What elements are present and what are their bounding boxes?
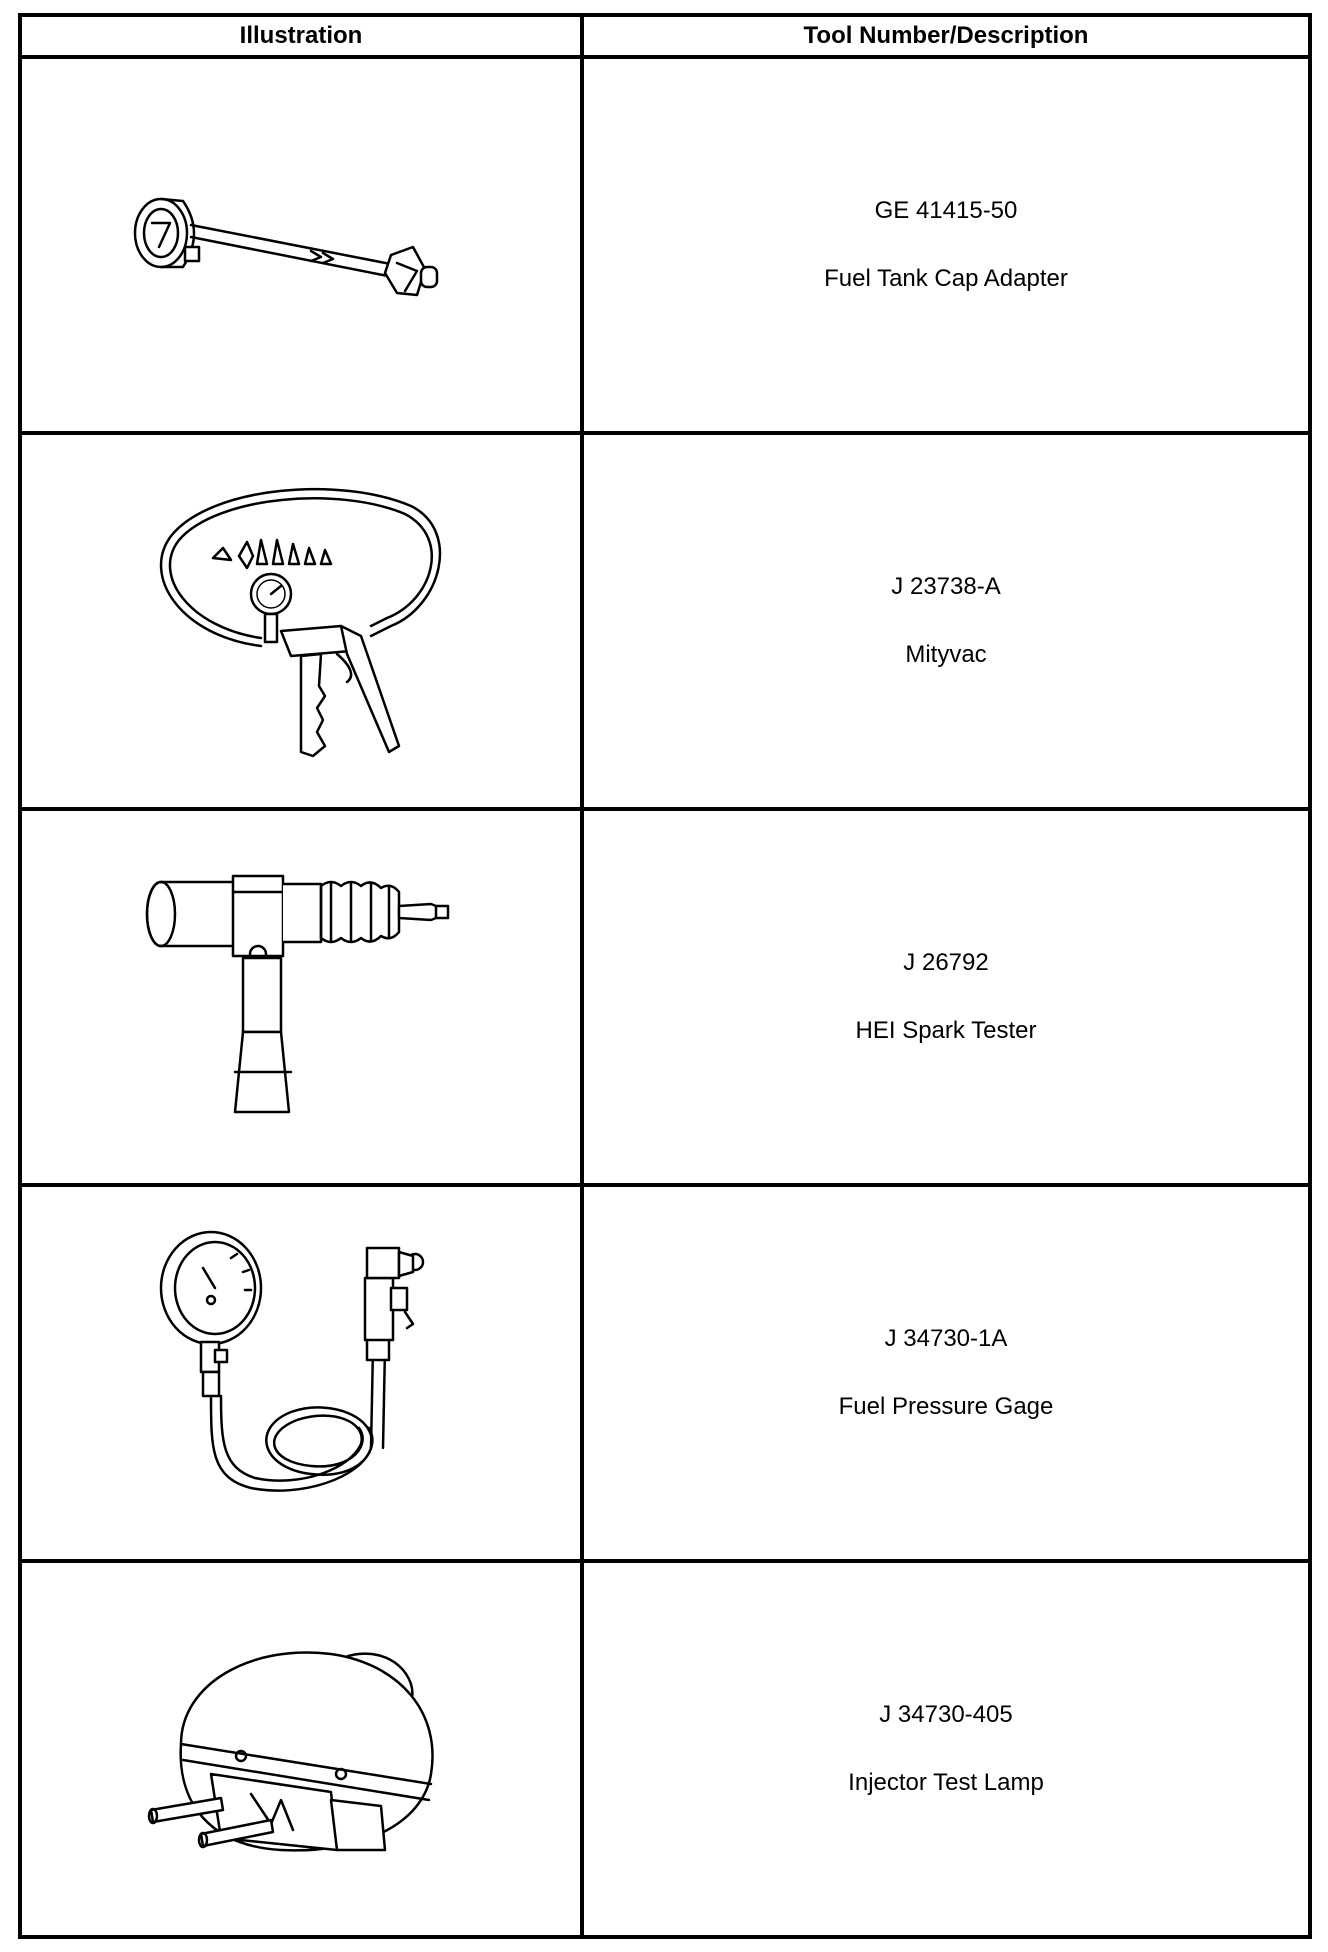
illustration-cell <box>18 55 584 435</box>
tool-name: Fuel Tank Cap Adapter <box>824 265 1068 292</box>
description-cell: J 26792 HEI Spark Tester <box>580 807 1312 1187</box>
mityvac-icon <box>159 487 442 758</box>
tool-name: HEI Spark Tester <box>855 1017 1037 1044</box>
table-row: GE 41415-50 Fuel Tank Cap Adapter <box>18 55 1312 435</box>
hei-spark-tester-icon <box>145 874 450 1114</box>
tool-number: J 26792 <box>903 949 989 976</box>
tool-number: J 23738-A <box>891 573 1001 600</box>
tool-number: J 34730-405 <box>879 1701 1013 1728</box>
injector-test-lamp-icon <box>147 1651 434 1852</box>
description-cell: J 34730-405 Injector Test Lamp <box>580 1559 1312 1939</box>
table-row: J 34730-1A Fuel Pressure Gage <box>18 1183 1312 1563</box>
tool-name: Fuel Pressure Gage <box>838 1393 1054 1420</box>
description-cell: J 34730-1A Fuel Pressure Gage <box>580 1183 1312 1563</box>
illustration-cell <box>18 1559 584 1939</box>
tool-table: Illustration Tool Number/Description <box>18 13 1312 1939</box>
table-header-row: Illustration Tool Number/Description <box>18 13 1312 59</box>
tool-number: J 34730-1A <box>884 1325 1008 1352</box>
table-row: J 34730-405 Injector Test Lamp <box>18 1559 1312 1939</box>
illustration-cell <box>18 431 584 811</box>
table-row: J 26792 HEI Spark Tester <box>18 807 1312 1187</box>
table-row: J 23738-A Mityvac <box>18 431 1312 811</box>
illustration-header: Illustration <box>18 13 584 59</box>
description-header: Tool Number/Description <box>580 13 1312 59</box>
illustration-cell <box>18 807 584 1187</box>
description-cell: GE 41415-50 Fuel Tank Cap Adapter <box>580 55 1312 435</box>
fuel-pressure-gage-icon <box>159 1230 425 1492</box>
tool-name: Injector Test Lamp <box>848 1769 1044 1796</box>
tool-number: GE 41415-50 <box>874 197 1018 224</box>
illustration-cell <box>18 1183 584 1563</box>
description-cell: J 23738-A Mityvac <box>580 431 1312 811</box>
tool-name: Mityvac <box>905 641 987 668</box>
fuel-tank-cap-adapter-icon <box>133 197 439 297</box>
